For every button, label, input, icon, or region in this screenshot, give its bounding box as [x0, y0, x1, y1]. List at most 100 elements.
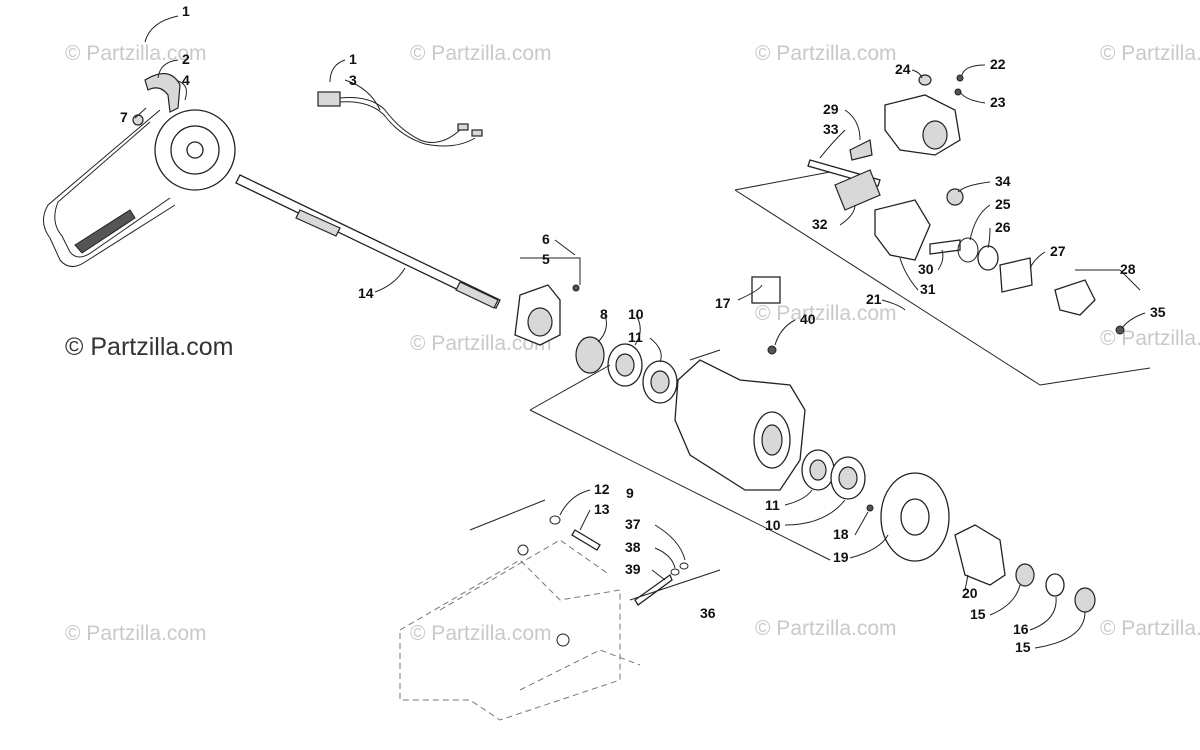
drive-chain-assembly: [43, 73, 236, 267]
sensor-wire-a: [339, 97, 461, 143]
spacer-part-8: [575, 336, 605, 374]
boot-part-34: [946, 188, 964, 206]
frame-lower-rail: [519, 649, 641, 691]
leader-4: [177, 80, 187, 101]
callout-1a: 1: [182, 3, 190, 19]
leader-35: [1121, 312, 1146, 329]
axle-housing-assembly: [674, 276, 806, 491]
bearing-seal-inner: [615, 353, 635, 377]
bleeder-part-23: [954, 88, 962, 96]
bracket-9-left: [529, 364, 611, 411]
watermark-bottom-far-right: © Partzilla.com: [1100, 617, 1200, 640]
housing-bore-inner: [761, 424, 783, 456]
leader-18: [854, 511, 869, 536]
flange-bolt-part-6: [572, 284, 580, 292]
watermark-mid-center: © Partzilla.com: [410, 332, 552, 355]
callout-25: 25: [995, 196, 1011, 212]
callout-7: 7: [120, 109, 128, 125]
bearing-flange-assembly: [514, 284, 580, 346]
watermark-top-center: © Partzilla.com: [410, 42, 552, 65]
watermarks: © Partzilla.com © Partzilla.com © Partzi…: [65, 42, 1200, 645]
callout-34: 34: [995, 173, 1011, 189]
drive-chain-inner: [54, 121, 171, 258]
leader-7: [134, 107, 147, 119]
leader-17: [737, 284, 763, 301]
brake-caliper: [884, 94, 961, 156]
leader-15a: [989, 584, 1021, 616]
leader-11a: [649, 337, 662, 363]
callout-6: 6: [542, 231, 550, 247]
washer-part-38: [670, 568, 680, 576]
seal-part-26: [977, 245, 999, 271]
callout-12: 12: [594, 481, 610, 497]
bolt-part-13: [571, 529, 601, 551]
bracket-21-left: [734, 171, 831, 191]
leader-lines: [134, 15, 1146, 649]
callout-11b: 11: [765, 497, 780, 513]
callout-39: 39: [625, 561, 641, 577]
callout-17: 17: [715, 295, 731, 311]
callout-29: 29: [823, 101, 839, 117]
bleeder-part-22: [956, 74, 964, 82]
brake-lever-part-28: [1054, 279, 1096, 316]
callout-1b: 1: [349, 51, 357, 67]
axle-shaft: [235, 174, 501, 309]
brake-caliper-assembly: [807, 74, 1125, 335]
leader-32: [839, 204, 856, 226]
bracket-36-right: [629, 569, 721, 601]
speed-sensor: [317, 91, 341, 107]
callout-27: 27: [1050, 243, 1066, 259]
watermark-top-left: © Partzilla.com: [65, 42, 207, 65]
flange-bearing: [527, 307, 553, 337]
connector-a: [457, 123, 469, 131]
leader-21: [881, 299, 906, 311]
frame-rail: [439, 539, 611, 611]
callout-20: 20: [962, 585, 978, 601]
leader-23: [959, 91, 986, 104]
leader-14: [374, 267, 406, 293]
disc-bolt-part-18: [866, 504, 874, 512]
callout-16: 16: [1013, 621, 1029, 637]
leader-22: [961, 64, 986, 76]
callout-13: 13: [594, 501, 610, 517]
connector-b: [471, 129, 483, 137]
leader-26: [987, 227, 991, 249]
bracket-36-left: [469, 499, 546, 531]
callout-15b: 15: [1015, 639, 1031, 655]
frame-outline: [399, 559, 621, 721]
callout-24: 24: [895, 61, 911, 77]
bearing-right-inner: [809, 459, 827, 481]
leader-12: [559, 489, 591, 516]
chain-guard-part-2: [144, 73, 181, 113]
callout-14: 14: [358, 285, 374, 301]
watermark-main: © Partzilla.com: [65, 333, 233, 361]
callout-11a: 11: [628, 329, 643, 345]
callout-10b: 10: [765, 517, 781, 533]
pad-spring-part-29: [849, 139, 873, 161]
leader-2: [157, 59, 179, 79]
pin-part-30: [929, 239, 961, 255]
watermark-bottom-center: © Partzilla.com: [410, 622, 552, 645]
leader-16: [1029, 596, 1057, 631]
callout-23: 23: [990, 94, 1006, 110]
leader-34: [957, 181, 991, 193]
callout-26: 26: [995, 219, 1011, 235]
callout-10a: 10: [628, 306, 644, 322]
callout-31: 31: [920, 281, 936, 297]
callout-22: 22: [990, 56, 1006, 72]
caliper-bracket: [874, 199, 931, 261]
leader-19: [849, 534, 889, 559]
bracket-21-top: [734, 189, 1041, 386]
callout-15a: 15: [970, 606, 986, 622]
leader-6: [554, 239, 576, 256]
bleeder-cap-part-24: [918, 74, 932, 86]
leader-38: [654, 547, 676, 569]
bolt-part-39: [634, 573, 673, 606]
leader-1b: [329, 59, 346, 83]
brake-pads-part-32: [834, 169, 881, 211]
callout-38: 38: [625, 539, 641, 555]
frame-section: [399, 539, 641, 721]
brake-disc-assembly: [866, 472, 950, 562]
axle-spline: [295, 209, 341, 237]
